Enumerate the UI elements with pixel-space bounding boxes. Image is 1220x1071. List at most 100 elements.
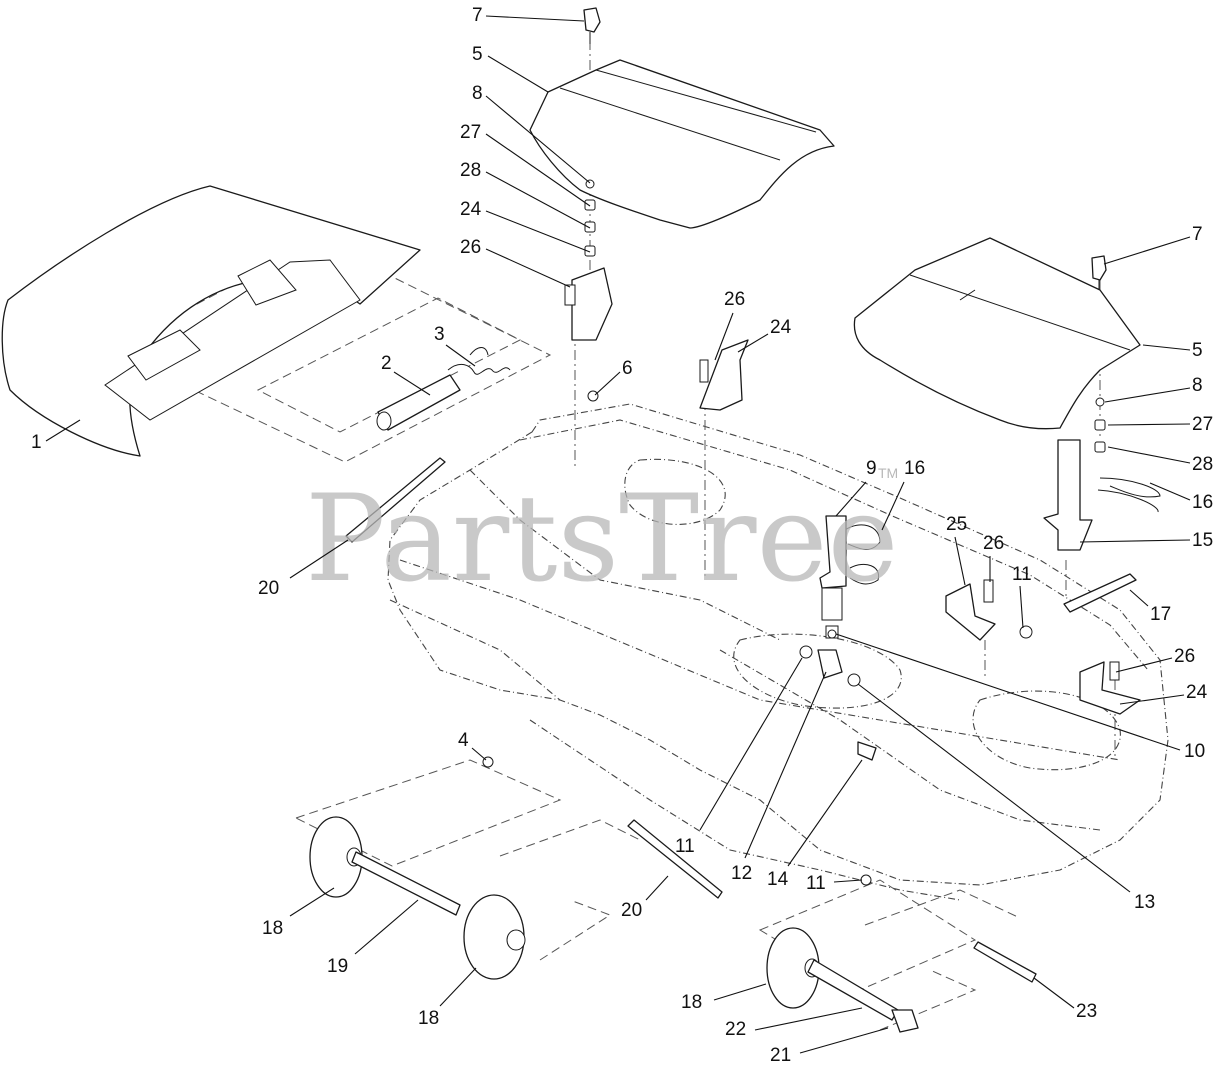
callout-number: 8 — [472, 83, 483, 104]
callout-c19: 19 — [327, 899, 419, 977]
part-25-bracket — [945, 579, 996, 641]
callout-number: 20 — [621, 900, 642, 921]
callout-c28b: 28 — [1107, 446, 1213, 475]
callout-number: 18 — [418, 1008, 439, 1029]
part-5-deflector-right — [853, 237, 1141, 430]
leader-line — [594, 371, 621, 396]
callout-c11a: 11 — [1012, 564, 1032, 629]
callout-number: 11 — [1012, 564, 1032, 585]
leader-line — [787, 759, 863, 867]
callout-c15: 15 — [1079, 530, 1213, 551]
callout-c4: 4 — [458, 730, 487, 761]
part-17-bolt — [1063, 573, 1137, 613]
callout-c12: 12 — [731, 671, 827, 884]
callout-number: 4 — [458, 730, 469, 751]
part-16-pins-center — [844, 524, 881, 585]
callout-c18b: 18 — [418, 967, 477, 1029]
part-12-link — [817, 649, 843, 679]
leader-line — [1107, 446, 1191, 464]
callout-c11b: 11 — [675, 657, 803, 857]
leader-line — [1079, 539, 1191, 543]
callout-c16b: 16 — [1149, 482, 1213, 513]
leader-line — [289, 539, 349, 579]
callout-c8a: 8 — [472, 83, 591, 184]
callout-number: 26 — [724, 289, 745, 310]
callout-number: 6 — [622, 358, 633, 379]
leader-line — [1019, 585, 1024, 629]
part-18-wheel-b — [463, 894, 526, 980]
callout-c7a: 7 — [472, 5, 585, 26]
part-5-deflector-left — [529, 59, 835, 229]
callout-c11c: 11 — [806, 873, 863, 894]
leader-line — [485, 248, 571, 288]
callout-c16a: 16 — [881, 458, 925, 531]
callout-number: 19 — [327, 956, 348, 977]
callout-number: 22 — [725, 1019, 746, 1040]
leader-line — [835, 633, 1181, 751]
leader-line — [1103, 236, 1191, 265]
callout-c18a: 18 — [262, 887, 335, 939]
callout-number: 7 — [472, 5, 483, 26]
part-20-rod-a — [345, 457, 446, 543]
callout-number: 21 — [770, 1045, 791, 1066]
callout-c28a: 28 — [460, 160, 591, 229]
part-13-spacer — [847, 673, 861, 687]
callout-number: 16 — [1192, 492, 1213, 513]
leader-line — [1115, 657, 1173, 673]
part-6-nut — [587, 390, 599, 402]
callout-number: 14 — [767, 869, 789, 890]
callout-c23: 23 — [1033, 977, 1097, 1022]
callout-c20b: 20 — [621, 875, 669, 921]
leader-line — [881, 481, 905, 531]
callout-number: 11 — [806, 873, 826, 894]
callout-c2: 2 — [381, 353, 431, 396]
leader-line — [485, 15, 585, 22]
callout-c18c: 18 — [681, 983, 767, 1013]
callout-c26b: 26 — [714, 289, 745, 361]
callout-c27a: 27 — [460, 122, 591, 207]
part-7-knob-left — [583, 7, 601, 44]
watermark: PartsTree TM — [305, 465, 899, 609]
part-1-baffle — [1, 185, 421, 457]
callout-number: 27 — [1192, 414, 1213, 435]
callout-number: 10 — [1184, 741, 1205, 762]
leader-line — [1033, 977, 1075, 1009]
leader-line — [487, 55, 549, 93]
leader-line — [1107, 423, 1191, 426]
leader-line — [699, 657, 803, 831]
callout-c20a: 20 — [258, 539, 349, 599]
callout-number: 5 — [1192, 340, 1203, 361]
callout-number: 7 — [1192, 224, 1203, 245]
part-21-roller-end — [891, 1009, 919, 1033]
callout-number: 24 — [460, 199, 482, 220]
leader-line — [354, 899, 419, 955]
leader-line — [485, 210, 591, 253]
leader-line — [744, 671, 827, 859]
callout-c24d: 24 — [1119, 682, 1208, 705]
part-9-height-post — [819, 515, 847, 639]
leader-line — [45, 419, 81, 442]
callout-c1: 1 — [31, 419, 81, 453]
callout-number: 18 — [681, 992, 702, 1013]
callout-c26d: 26 — [1115, 646, 1195, 673]
callout-c5b: 5 — [1142, 340, 1203, 361]
watermark-trademark: TM — [878, 465, 898, 481]
callout-number: 9 — [866, 458, 877, 479]
callout-number: 24 — [1186, 682, 1208, 703]
leader-line — [439, 967, 477, 1007]
callout-number: 24 — [770, 317, 792, 338]
leader-line — [485, 171, 591, 229]
part-15-height-post — [1043, 439, 1093, 551]
leader-line — [645, 875, 669, 901]
leader-line — [485, 133, 591, 207]
leader-line — [393, 371, 431, 396]
callout-c22: 22 — [725, 1007, 863, 1040]
part-11-nut-b — [1019, 625, 1033, 639]
leader-line — [835, 481, 867, 517]
leader-line — [289, 887, 335, 917]
leader-line — [1104, 387, 1191, 403]
callout-c25: 25 — [946, 514, 967, 586]
part-19-axle — [351, 851, 461, 916]
